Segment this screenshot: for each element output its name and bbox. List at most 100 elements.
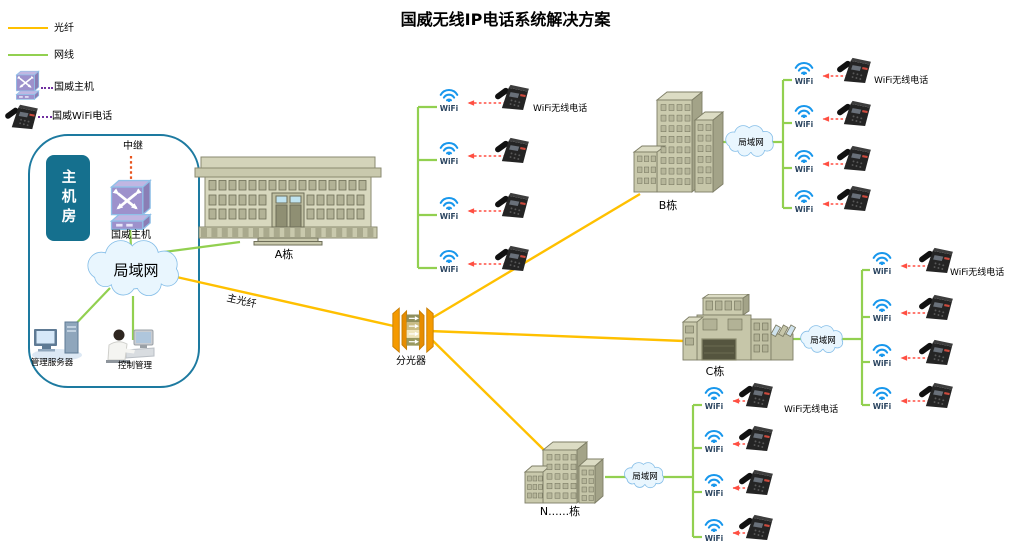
legend-wifi-phone-label: 国威WiFi电话 (52, 111, 113, 122)
wifi-ap-label: WiFi (704, 402, 724, 411)
wifi-access-point: WiFi (791, 148, 817, 174)
wifi-phone-icon (919, 294, 953, 321)
wifi-access-point: WiFi (869, 342, 895, 368)
wifi-access-point: WiFi (791, 103, 817, 129)
wifi-signal-icon (704, 518, 724, 533)
fiber-lines (171, 192, 685, 452)
wifi-signal-icon (439, 196, 459, 211)
machine-room-label-box: 主机房 (46, 155, 90, 241)
legend-dotted-2 (38, 116, 52, 118)
wifi-phone-callout: WiFi无线电话 (950, 268, 1005, 278)
wifi-signal-icon (794, 189, 814, 204)
wifi-phone (738, 380, 775, 413)
splitter-label: 分光器 (396, 356, 426, 367)
wifi-phone (738, 512, 775, 545)
guowei-host-icon (106, 175, 152, 238)
wifi-phone-icon (739, 469, 773, 496)
lan-cloud: 局域网 (624, 462, 664, 489)
wifi-ap-label: WiFi (794, 165, 814, 174)
building-a-label: A栋 (274, 248, 294, 261)
wifi-signal-icon (872, 343, 892, 358)
wifi-phone (738, 423, 775, 456)
wifi-phone-icon (919, 339, 953, 366)
wifi-phone-callout: WiFi无线电话 (533, 104, 588, 114)
wifi-phone-icon (495, 84, 529, 111)
wifi-phone-icon (919, 382, 953, 409)
wifi-phone-icon (919, 247, 953, 274)
wifi-signal-icon (794, 104, 814, 119)
wifi-access-point: WiFi (701, 517, 727, 543)
wifi-phone (494, 135, 531, 168)
wifi-access-point: WiFi (869, 297, 895, 323)
wifi-phone (836, 143, 873, 176)
wifi-access-point: WiFi (791, 60, 817, 86)
server-label: 管理服务器 (30, 358, 74, 368)
wifi-phone (918, 245, 955, 278)
wifi-signal-icon (872, 386, 892, 401)
wifi-phone (494, 243, 531, 276)
wifi-signal-icon (704, 429, 724, 444)
wifi-access-point: WiFi (701, 385, 727, 411)
wifi-access-point: WiFi (701, 428, 727, 454)
control-label: 控制管理 (117, 361, 153, 371)
wifi-access-point: WiFi (436, 87, 462, 113)
wifi-ap-label: WiFi (439, 104, 459, 113)
wifi-ap-label: WiFi (704, 534, 724, 543)
building-c (681, 294, 797, 361)
wifi-access-point: WiFi (436, 195, 462, 221)
wifi-ap-label: WiFi (794, 205, 814, 214)
wifi-ap-label: WiFi (872, 267, 892, 276)
guowei-host-switch-icon (109, 179, 152, 231)
wifi-phone-icon (739, 382, 773, 409)
lan-cloud-label: 局域网 (632, 471, 658, 482)
lan-cloud: 局域网 (87, 240, 179, 297)
building-n-label: N......栋 (539, 505, 581, 518)
legend-lan-line (8, 54, 48, 56)
legend-fiber-line (8, 27, 48, 29)
wifi-access-point: WiFi (436, 248, 462, 274)
building-b (632, 91, 725, 193)
wifi-phone (494, 190, 531, 223)
lan-cloud-label: 局域网 (738, 137, 764, 148)
wifi-signal-icon (439, 88, 459, 103)
wifi-ap-label: WiFi (439, 212, 459, 221)
machine-room-label: 主机房 (59, 168, 76, 228)
wifi-phone-icon (837, 100, 871, 127)
building-b-label: B栋 (658, 199, 678, 212)
lan-cloud: 局域网 (725, 125, 774, 157)
wifi-access-point: WiFi (436, 140, 462, 166)
page-title: 国威无线IP电话系统解决方案 (400, 10, 611, 29)
wifi-signal-icon (704, 386, 724, 401)
legend-phone-icon (4, 102, 40, 134)
optical-splitter-icon (392, 307, 434, 354)
wifi-phone (918, 380, 955, 413)
lan-cloud-label: 局域网 (113, 261, 158, 279)
building-a (194, 156, 382, 246)
legend-host-icon (13, 68, 40, 106)
wifi-signal-icon (872, 298, 892, 313)
wifi-phone-icon (837, 185, 871, 212)
wifi-phone-icon (837, 57, 871, 84)
wifi-ap-label: WiFi (872, 402, 892, 411)
wifi-access-point: WiFi (701, 472, 727, 498)
wifi-signal-icon (704, 473, 724, 488)
legend-lan-label: 网线 (54, 50, 74, 61)
relay-label: 中继 (123, 141, 143, 152)
wifi-ap-label: WiFi (872, 359, 892, 368)
wifi-ap-label: WiFi (872, 314, 892, 323)
lan-cloud-label: 局域网 (810, 335, 836, 346)
host-label: 国威主机 (111, 230, 151, 241)
wifi-phone-callout: WiFi无线电话 (874, 76, 929, 86)
wifi-access-point: WiFi (869, 385, 895, 411)
wifi-phone-icon (739, 514, 773, 541)
lan-cloud: 局域网 (800, 325, 844, 353)
wifi-ap-label: WiFi (439, 265, 459, 274)
wifi-phone (494, 82, 531, 115)
management-server-icon (32, 321, 82, 361)
machine-room-border (28, 134, 200, 388)
wifi-phone-callout: WiFi无线电话 (784, 405, 839, 415)
wifi-phone (918, 292, 955, 325)
wifi-signal-icon (439, 249, 459, 264)
